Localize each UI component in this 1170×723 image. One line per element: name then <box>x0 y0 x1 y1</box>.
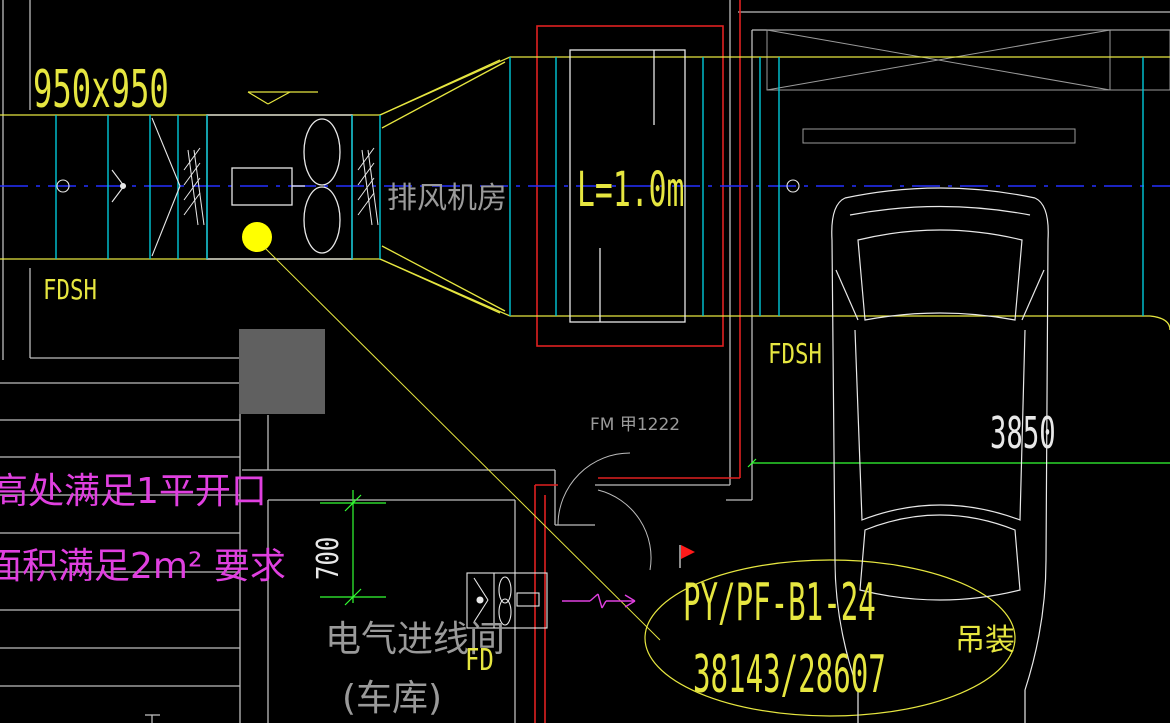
dimension-700 <box>320 458 1170 606</box>
dimension-700-label: 700 <box>311 537 345 580</box>
parking-stall <box>766 29 1170 144</box>
system-values-label: 38143/28607 <box>693 644 886 704</box>
parked-car-icon <box>831 187 1049 723</box>
note-line-1: 高处满足1平开口 <box>0 471 267 512</box>
duct-size-label: 950x950 <box>33 60 169 120</box>
fd-damper-box[interactable] <box>466 572 548 629</box>
axial-fan-icon-lower <box>303 186 341 254</box>
yellow-point-icon[interactable] <box>242 222 272 252</box>
note-line-2: 面积满足2m² 要求 <box>0 546 286 587</box>
duct-flange-lines <box>55 57 1144 316</box>
length-label: L=1.0m <box>577 163 684 218</box>
electric-room-label: 电气进线间 <box>325 619 505 660</box>
door-code-label: FM 甲1222 <box>590 415 680 435</box>
text-labels: 950x950 FDSH FDSH 排风机房 L=1.0m FM 甲1222 3… <box>0 60 1056 719</box>
filter-hatch <box>183 147 379 226</box>
fd-label: FD <box>465 643 494 677</box>
door-swing <box>557 452 652 571</box>
system-tag-ellipse[interactable] <box>644 559 1016 717</box>
fdsh-label-right: FDSH <box>768 336 822 369</box>
system-tag-label: PY/PF-B1-24 <box>683 572 876 632</box>
red-flag-icon[interactable] <box>679 545 695 568</box>
flow-arrow-icon <box>247 91 318 105</box>
axial-fan-icon <box>303 118 341 186</box>
magenta-flow-arrow <box>562 593 636 609</box>
garage-label: (车库) <box>342 678 442 719</box>
dimension-3850: 3850 <box>990 407 1056 459</box>
column-block <box>239 329 325 414</box>
fan-room-label: 排风机房 <box>387 181 507 216</box>
leader-lines <box>264 247 661 641</box>
fdsh-label-left: FDSH <box>43 272 97 305</box>
install-note-label: 吊装 <box>955 623 1015 658</box>
fire-damper-icon <box>56 117 800 257</box>
